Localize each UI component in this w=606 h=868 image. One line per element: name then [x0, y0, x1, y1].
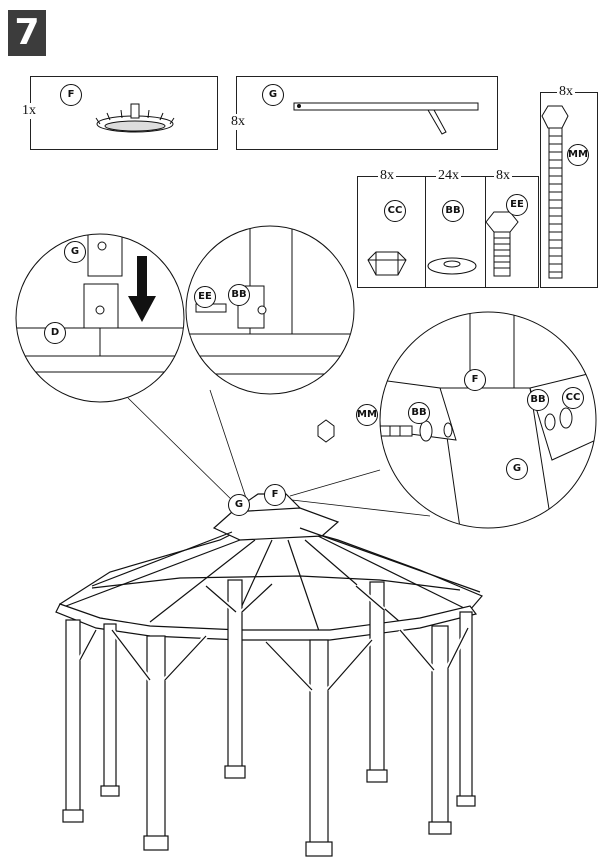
detail3-f-label: F: [464, 369, 486, 391]
detail2-ee-label: EE: [194, 286, 216, 308]
bracket-part-g-icon: [293, 102, 479, 135]
part-g-qty: 8x: [229, 114, 247, 130]
bolt-part-mm-icon: [541, 105, 569, 279]
detail3-cc-label: CC: [562, 387, 584, 409]
part-box-g: [236, 76, 498, 150]
detail-circle-2: [186, 226, 354, 394]
hub-part-f-icon: [95, 103, 175, 133]
part-mm-qty: 8x: [557, 84, 575, 100]
part-bb-label: BB: [442, 200, 464, 222]
part-cc-label: CC: [384, 200, 406, 222]
main-g-label: G: [228, 494, 250, 516]
detail2-bb-label: BB: [228, 284, 250, 306]
gazebo-drawing: [55, 493, 483, 857]
part-ee-label: EE: [506, 194, 528, 216]
part-g-label: G: [262, 84, 284, 106]
part-f-qty: 1x: [20, 103, 38, 119]
part-bb-qty: 24x: [436, 168, 461, 184]
part-cc-qty: 8x: [378, 168, 396, 184]
detail3-g-label: G: [506, 458, 528, 480]
part-f-label: F: [60, 84, 82, 106]
detail1-g-label: G: [64, 241, 86, 263]
step-number: 7: [8, 10, 46, 56]
detail1-d-label: D: [44, 322, 66, 344]
down-arrow-icon: [128, 256, 156, 322]
bolt-part-ee-icon: [485, 211, 519, 277]
connector-lines: [127, 389, 431, 517]
part-mm-label: MM: [567, 144, 589, 166]
nut-part-cc-icon: [367, 251, 407, 276]
part-ee-qty: 8x: [494, 168, 512, 184]
detail3-bb-right-label: BB: [527, 389, 549, 411]
mm-bolt-head-icon: [317, 419, 335, 443]
main-f-label: F: [264, 484, 286, 506]
washer-part-bb-icon: [427, 257, 477, 275]
detail3-bb-left-label: BB: [408, 402, 430, 424]
detail-circle-1: [16, 234, 184, 402]
detail3-mm-label: MM: [356, 404, 378, 426]
